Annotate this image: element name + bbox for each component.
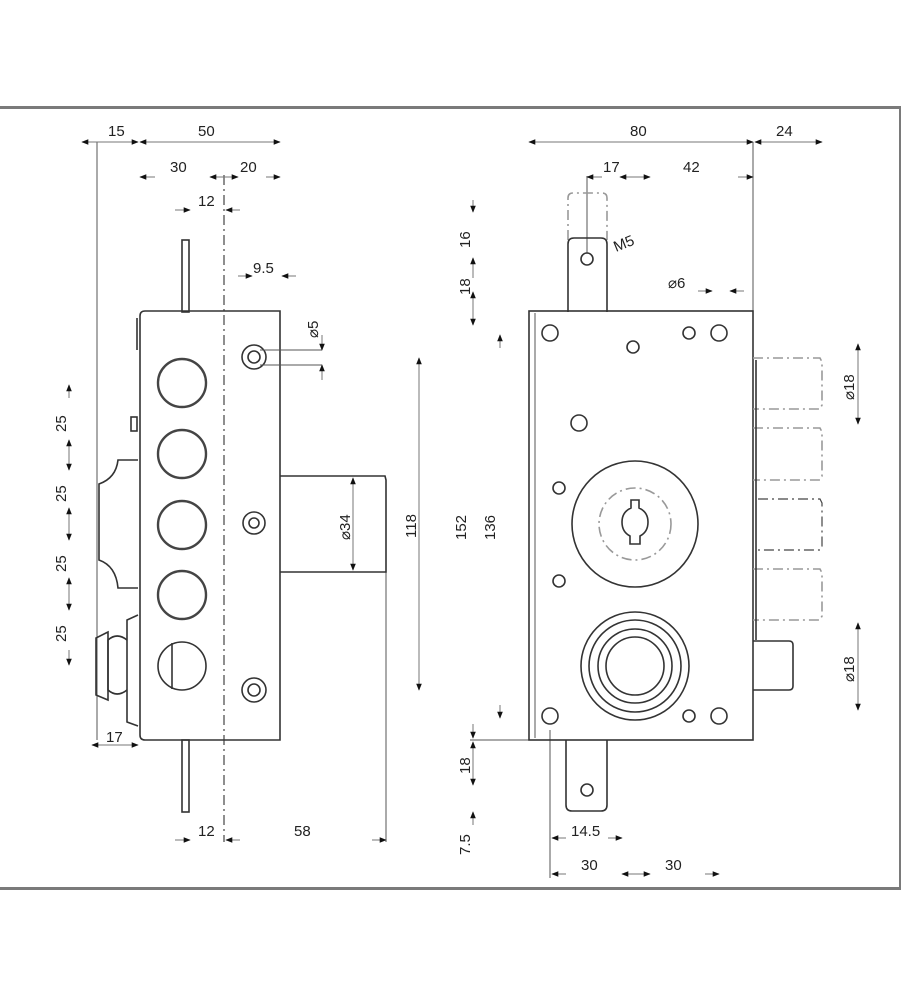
dim-label-18-top: 18 — [457, 278, 474, 295]
dim-label-m5: M5 — [611, 232, 637, 256]
bolt-hole-2 — [156, 428, 208, 480]
bottom-strike-plate — [565, 740, 608, 812]
side-view: 15 50 30 20 12 9.5 ⌀5 25 25 25 25 ⌀34 11… — [53, 123, 422, 843]
dim-label-17: 17 — [106, 729, 123, 746]
corner-hole-br — [710, 707, 728, 725]
dim-label-18-bolt: ⌀18 — [841, 374, 858, 400]
dim-label-25-1: 25 — [53, 415, 70, 432]
handle-plate — [98, 459, 138, 589]
dim-label-25-4: 25 — [53, 625, 70, 642]
dim-label-14-5: 14.5 — [571, 823, 600, 840]
dim-label-6: ⌀6 — [668, 275, 685, 292]
dim-label-7-5: 7.5 — [457, 834, 474, 855]
top-strike-ghost — [567, 192, 608, 240]
dim-label-16: 16 — [457, 231, 474, 248]
drawing-frame — [0, 106, 901, 890]
dim-label-17: 17 — [603, 159, 620, 176]
key-rotor — [598, 487, 672, 561]
bolt-hole-3 — [156, 499, 208, 551]
hole-left-mid-2 — [552, 574, 566, 588]
latch-hole — [157, 641, 207, 691]
dim-label-12-top: 12 — [198, 193, 215, 210]
keyhole-icon — [621, 499, 649, 545]
dim-label-80: 80 — [630, 123, 647, 140]
small-hole-tr — [682, 326, 696, 340]
m5-hole — [580, 252, 594, 266]
corner-hole-tr — [710, 324, 728, 342]
bottom-bolt-bar — [181, 739, 190, 813]
small-hole-br — [682, 709, 696, 723]
front-view: 80 24 17 42 M5 ⌀6 16 18 152 136 ⌀18 ⌀18 … — [453, 123, 861, 878]
dim-label-12-bottom: 12 — [198, 823, 215, 840]
dim-label-25-3: 25 — [53, 555, 70, 572]
bolt-hole-4 — [156, 569, 208, 621]
dim-label-58: 58 — [294, 823, 311, 840]
dim-label-30-a: 30 — [581, 857, 598, 874]
hole-left-mid-1 — [552, 481, 566, 495]
top-bolt-bar — [181, 239, 190, 313]
knob-ring-outer — [580, 611, 690, 721]
bolt-hole-1 — [156, 357, 208, 409]
key-escutcheon — [571, 460, 699, 588]
dim-label-30: 30 — [170, 159, 187, 176]
dim-label-152: 152 — [453, 515, 470, 540]
lock-body-front — [528, 310, 754, 741]
dim-label-15: 15 — [108, 123, 125, 140]
dim-label-18-bottom: 18 — [457, 757, 474, 774]
lock-body-side — [139, 310, 281, 741]
corner-hole-bl — [541, 707, 559, 725]
hole-left-upper — [570, 414, 588, 432]
knob-head — [95, 630, 109, 702]
dim-label-118: 118 — [403, 514, 420, 538]
screw-hole-top-inner — [247, 350, 261, 364]
dim-label-18-latch: ⌀18 — [841, 656, 858, 682]
bolt-3-ghost — [758, 498, 823, 551]
dim-label-20: 20 — [240, 159, 257, 176]
cylinder-side — [280, 475, 387, 573]
dim-label-42: 42 — [683, 159, 700, 176]
dim-label-34: ⌀34 — [337, 514, 354, 540]
dim-label-136: 136 — [482, 515, 499, 540]
dim-label-24: 24 — [776, 123, 793, 140]
screw-hole-mid-inner — [248, 517, 260, 529]
dim-label-25-2: 25 — [53, 485, 70, 502]
knob-ring-3 — [597, 628, 673, 704]
top-strike-plate — [567, 237, 608, 312]
latch-bolt — [753, 640, 794, 691]
knob-ring-inner — [605, 636, 665, 696]
bolt-4-ghost — [753, 568, 823, 621]
screw-hole-bottom-inner — [247, 683, 261, 697]
knob-neck — [107, 635, 128, 695]
dim-label-50: 50 — [198, 123, 215, 140]
dim-label-30-b: 30 — [665, 857, 682, 874]
knob-rim — [126, 614, 139, 727]
knob-ring-2 — [588, 619, 682, 713]
bolt-1-ghost — [753, 357, 823, 410]
corner-hole-tl — [541, 324, 559, 342]
dim-label-9-5: 9.5 — [253, 260, 274, 277]
small-tab — [130, 416, 138, 432]
dim-label-5: ⌀5 — [305, 321, 322, 338]
bottom-strike-hole — [580, 783, 594, 797]
bolt-2-ghost — [753, 427, 823, 481]
small-hole-top — [626, 340, 640, 354]
